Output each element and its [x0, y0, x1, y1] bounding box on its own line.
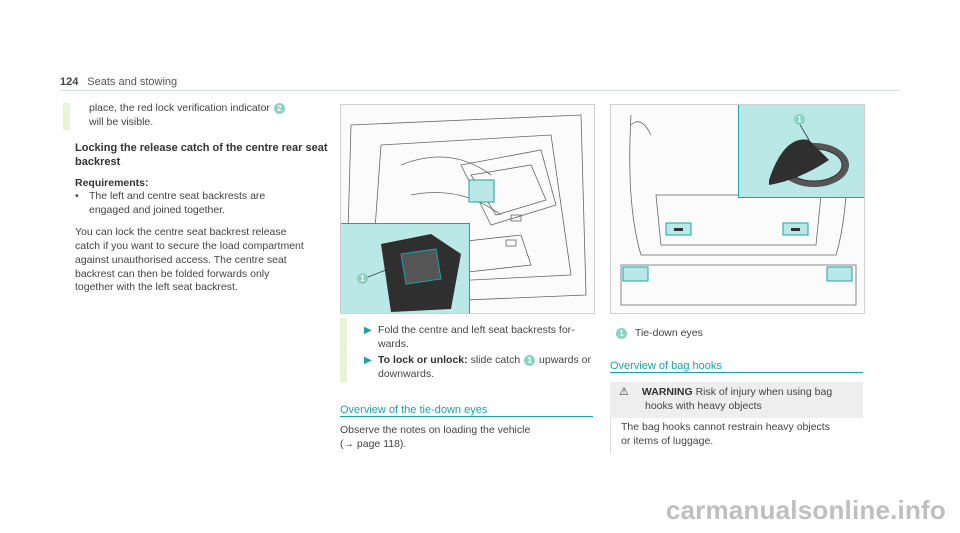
warning-triangle-icon: ⚠: [619, 386, 629, 398]
requirements-label: Requirements:: [75, 177, 149, 189]
warning-body: [610, 418, 864, 454]
step-lock-unlock: ▶To lock or unlock: slide catch 1 upward…: [364, 354, 591, 380]
warning-header: ⚠ WARNING Risk of injury when using bag …: [619, 386, 833, 412]
seat-backrest-illustration: 1: [340, 104, 595, 314]
tie-down-rule: [340, 416, 593, 417]
warning-box: [610, 382, 863, 418]
page-number: 124: [60, 76, 79, 88]
section-title-bag-hooks: Overview of bag hooks: [610, 360, 722, 372]
locking-paragraph: You can lock the centre seat backrest re…: [75, 226, 304, 294]
section-title: Seats and stowing: [87, 76, 178, 88]
section-title-tie-down: Overview of the tie-down eyes: [340, 404, 488, 416]
arrow-right-icon: ▶: [364, 355, 372, 366]
arrow-right-icon: ▶: [364, 325, 372, 336]
catch-callout-badge: 1: [357, 273, 368, 284]
step1-bar: [340, 318, 347, 351]
section-heading-locking: Locking the release catch of the centre …: [75, 142, 328, 169]
tie-down-eye-inset: 1: [738, 105, 864, 198]
page-header: 124 Seats and stowing: [60, 75, 177, 90]
bag-hooks-rule: [610, 372, 863, 373]
tie-down-callout-badge: 1: [794, 114, 805, 125]
catch-detail-drawing: [362, 234, 461, 312]
requirement-bullet: •The left and centre seat backrests are …: [75, 190, 266, 216]
indicator-badge: 2: [273, 102, 285, 114]
load-compartment-illustration: 1: [610, 104, 865, 314]
catch-detail-inset: 1: [341, 223, 470, 313]
tie-down-eye-drawing: [769, 122, 849, 187]
intro-text: place, the red lock verification indicat…: [89, 102, 329, 130]
step-fold: ▶Fold the centre and left seat backrests…: [364, 324, 575, 350]
warning-body-text: The bag hooks cannot restrain heavy obje…: [621, 421, 830, 447]
watermark: carmanualsonline.info: [665, 494, 946, 525]
header-rule: [60, 90, 900, 91]
bullet-icon: •: [75, 190, 79, 202]
observe-notes: Observe the notes on loading the vehicle…: [340, 424, 531, 450]
caption-badge: 1: [616, 327, 627, 339]
intro-bar: [63, 103, 70, 130]
figure-caption: 1 Tie-down eyes: [615, 327, 703, 341]
catch-badge: 1: [524, 354, 536, 366]
step2-bar: [340, 350, 347, 383]
